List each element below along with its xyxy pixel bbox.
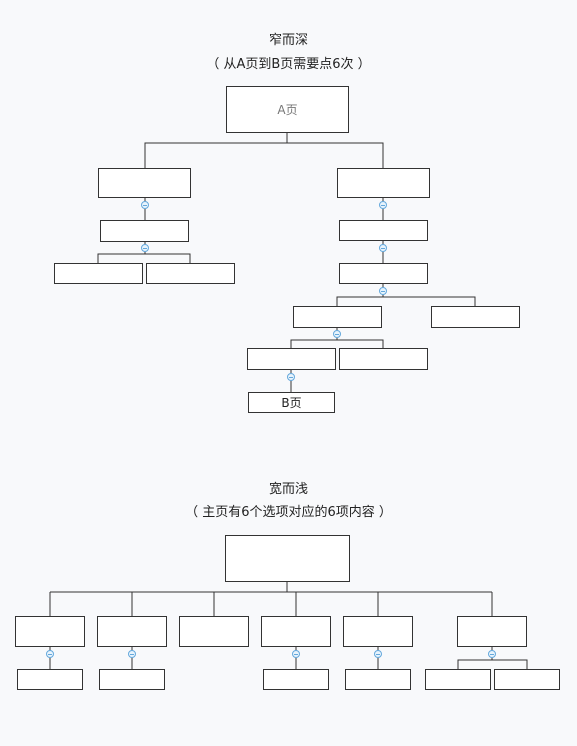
option-3-box [179,616,249,647]
section2-subtitle: （ 主页有6个选项对应的6项内容 ） [185,505,392,520]
collapse-icon [379,201,387,209]
option-1-box [15,616,85,647]
level3-left-a-box [54,263,143,284]
collapse-icon [374,650,382,658]
collapse-icon [46,650,54,658]
collapse-icon [379,287,387,295]
content-6a-box [425,669,491,690]
collapse-icon [292,650,300,658]
level4-left-box [293,306,382,328]
level1-left-box [98,168,191,198]
home-page-box [225,535,350,582]
collapse-icon [379,244,387,252]
content-5-box [345,669,411,690]
collapse-icon [141,244,149,252]
collapse-icon [488,650,496,658]
content-2-box [99,669,165,690]
option-4-box [261,616,331,647]
section2-title: 宽而浅 [268,482,308,497]
level1-right-box [337,168,430,198]
level3-left-b-box [146,263,235,284]
level3-right-box [339,263,428,284]
collapse-icon [287,373,295,381]
content-1-box [17,669,83,690]
content-4-box [263,669,329,690]
root-page-a: A页 [226,86,349,133]
level2-right-box [339,220,428,241]
collapse-icon [141,201,149,209]
target-page-b: B页 [248,392,335,413]
content-6b-box [494,669,560,690]
option-5-box [343,616,413,647]
level5-right-box [339,348,428,370]
level5-left-box [247,348,336,370]
level4-right-box [431,306,520,328]
option-6-box [457,616,527,647]
collapse-icon [128,650,136,658]
option-2-box [97,616,167,647]
section1-subtitle: （ 从A页到B页需要点6次 ） [206,57,371,72]
section1-title: 窄而深 [268,33,308,48]
collapse-icon [333,330,341,338]
level2-left-box [100,220,189,242]
